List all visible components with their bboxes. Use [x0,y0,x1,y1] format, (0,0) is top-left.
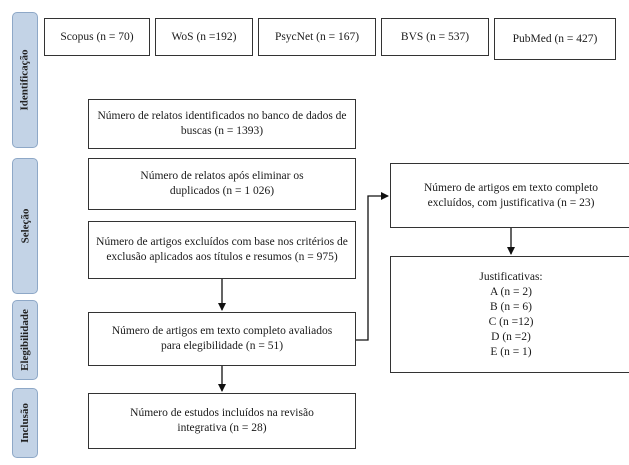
source-pubmed: PubMed (n = 427) [494,18,616,60]
box-included: Número de estudos incluídos na revisão i… [88,393,356,449]
box-excluded-fulltext-text: Número de artigos em texto completo excl… [423,181,599,209]
source-bvs: BVS (n = 537) [381,18,489,56]
source-scopus-label: Scopus (n = 70) [60,30,134,43]
box-identified-text: Número de relatos identificados no banco… [97,110,347,137]
justification-d: D (n =2) [491,330,531,343]
arrow-eligibility-to-excluded-fulltext [356,192,389,341]
stage-elegibilidade: Elegibilidade [12,300,38,380]
stage-selecao: Seleção [12,158,38,294]
justifications-title: Justificativas: [479,270,543,283]
box-after-duplicates-text: Número de relatos após eliminar os dupli… [140,170,304,197]
source-psycnet-label: PsycNet (n = 167) [274,30,360,43]
source-pubmed-label: PubMed (n = 427) [512,32,598,45]
justification-a: A (n = 2) [490,285,532,298]
source-bvs-label: BVS (n = 537) [400,30,470,43]
justification-c: C (n =12) [488,315,534,328]
box-identified: Número de relatos identificados no banco… [88,99,356,149]
justification-b: B (n = 6) [490,300,532,313]
source-wos-label: WoS (n =192) [171,30,237,43]
stage-identificacao: Identificação [12,12,38,148]
justification-e: E (n = 1) [490,345,532,358]
stage-inclusao: Inclusão [12,388,38,458]
box-after-duplicates: Número de relatos após eliminar os dupli… [88,158,356,210]
box-eligibility: Número de artigos em texto completo aval… [88,312,356,366]
source-scopus: Scopus (n = 70) [44,18,150,56]
box-excluded-titles-text: Número de artigos excluídos com base nos… [96,236,348,263]
box-eligibility-text: Número de artigos em texto completo aval… [111,325,333,352]
source-psycnet: PsycNet (n = 167) [258,18,376,56]
source-wos: WoS (n =192) [155,18,253,56]
box-excluded-titles: Número de artigos excluídos com base nos… [88,221,356,279]
box-included-text: Número de estudos incluídos na revisão i… [130,407,314,434]
box-justifications: Justificativas: A (n = 2) B (n = 6) C (n… [390,256,629,373]
box-excluded-fulltext: Número de artigos em texto completo excl… [390,163,629,228]
